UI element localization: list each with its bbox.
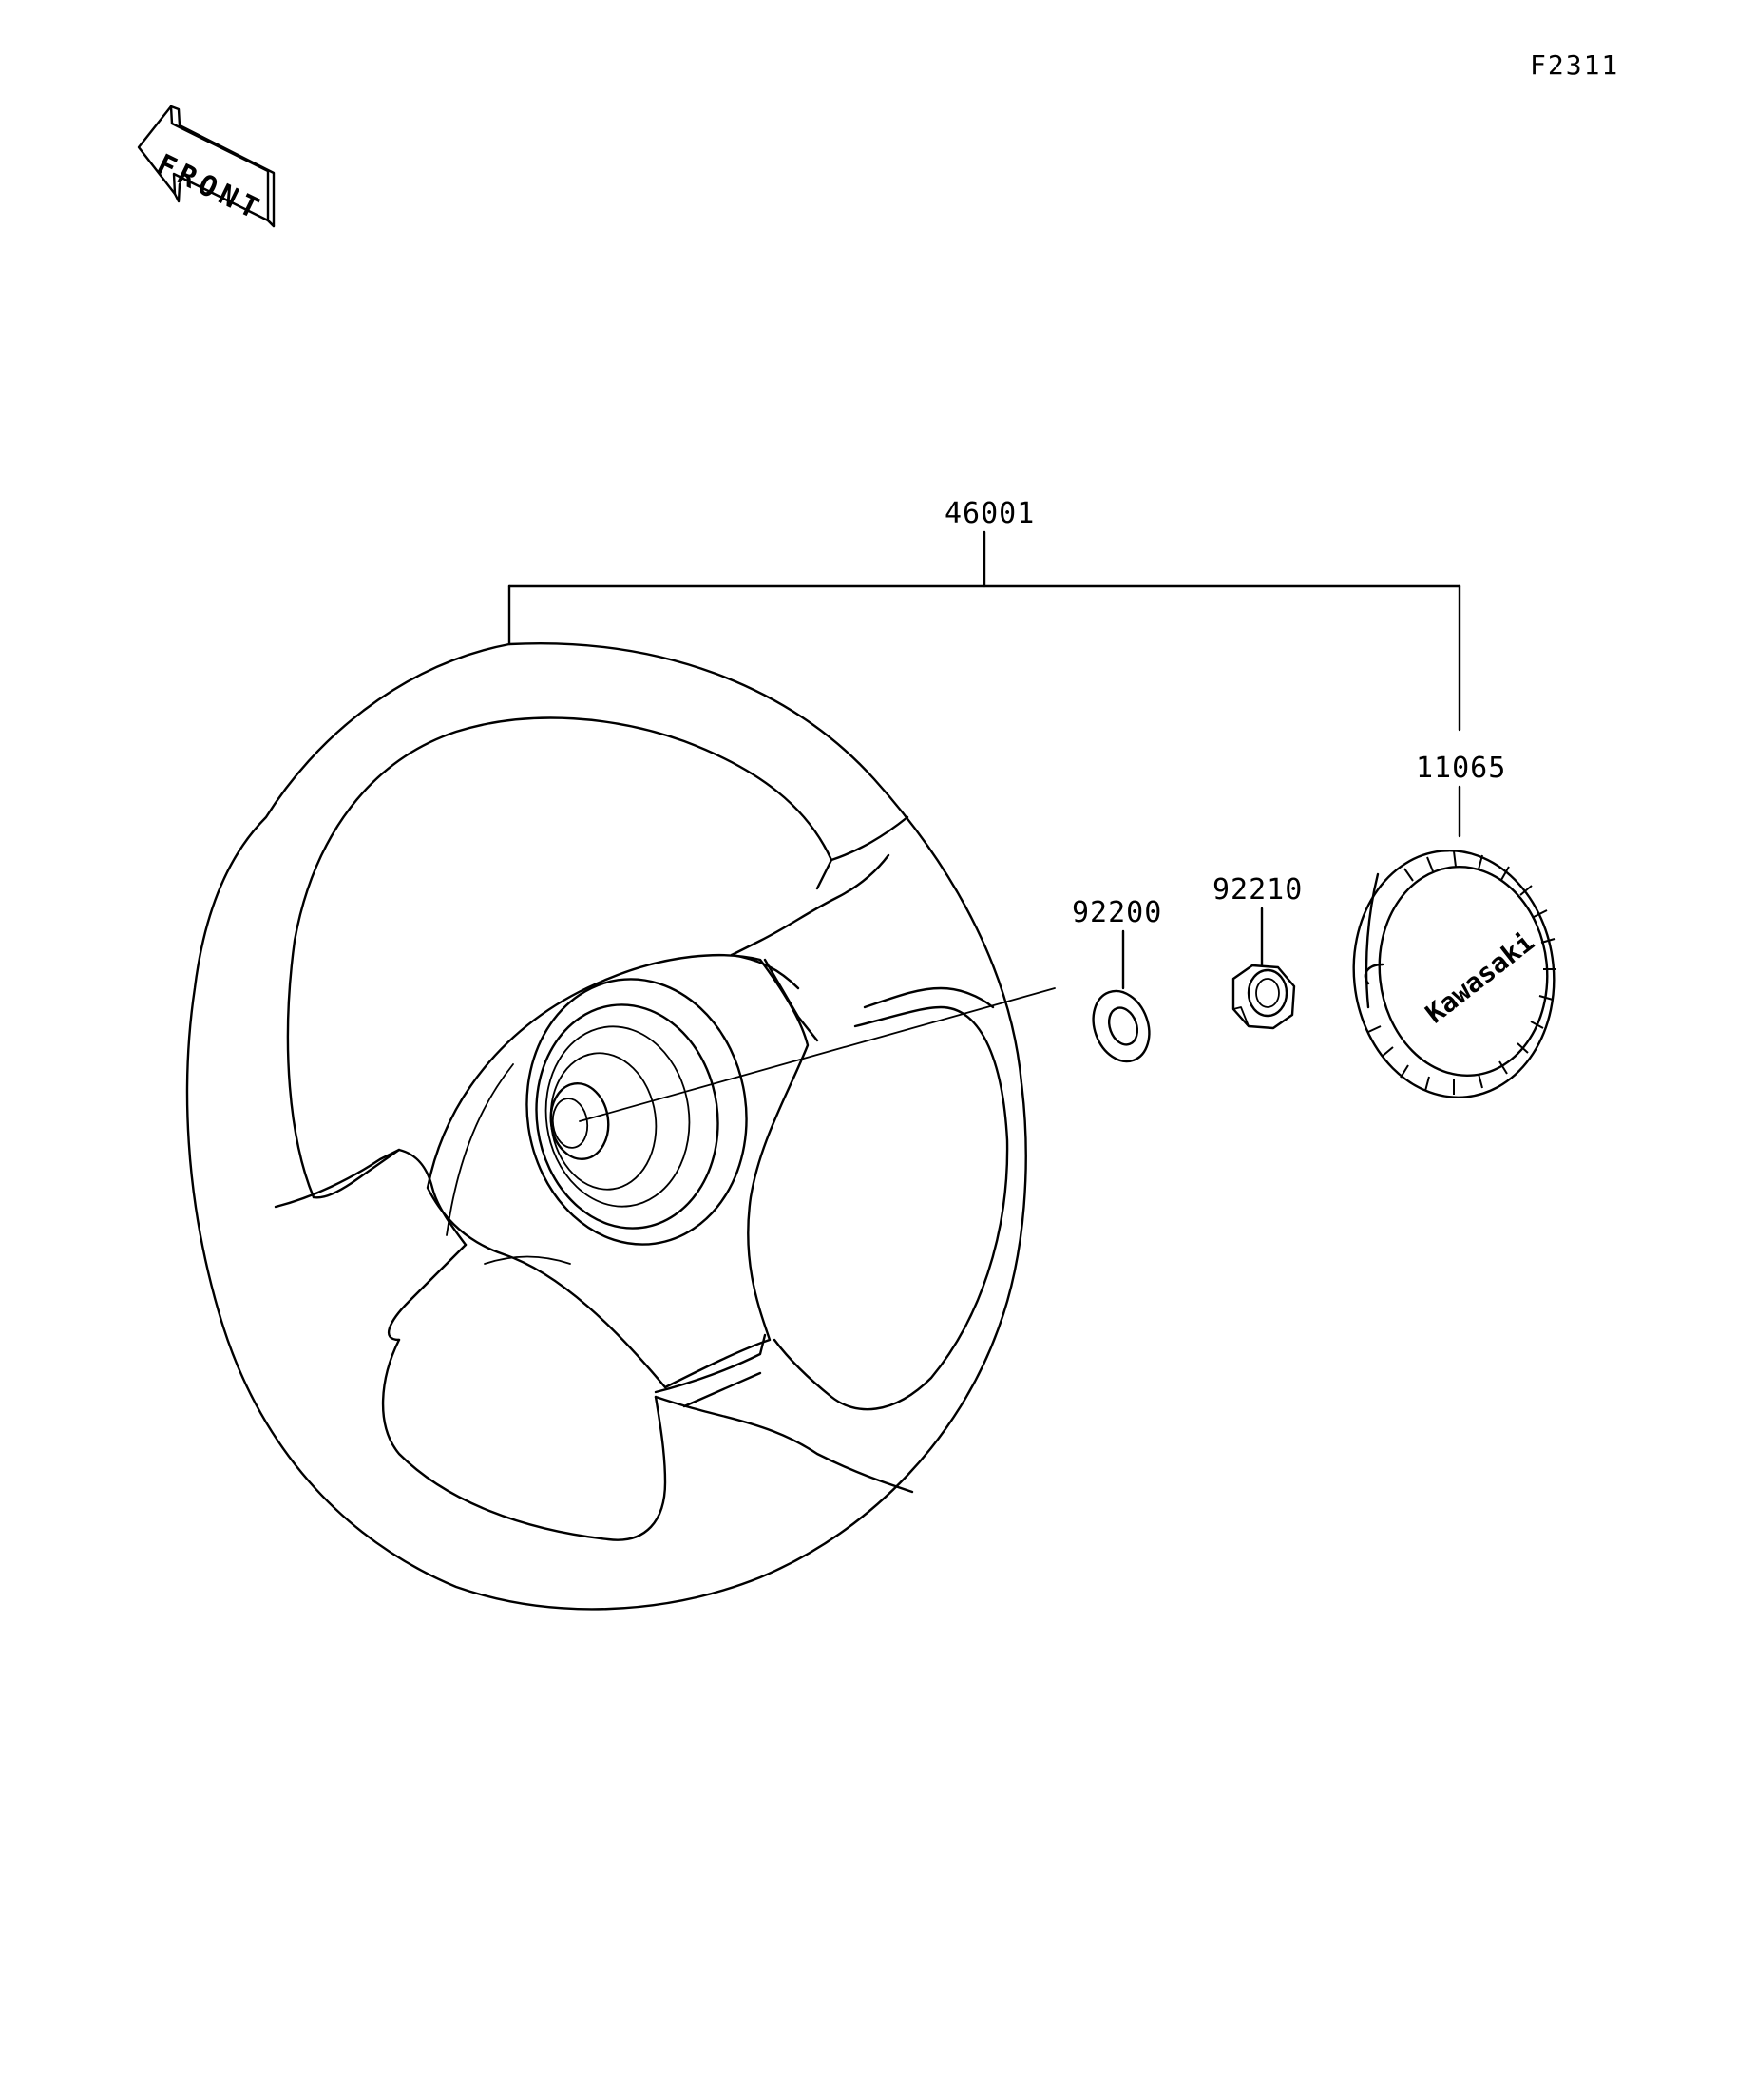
steering-wheel xyxy=(185,642,1056,1611)
label-46001: 46001 xyxy=(945,497,1035,530)
kawasaki-logo: Kawasaki xyxy=(1420,926,1540,1029)
washer-92200: 92200 xyxy=(1072,896,1162,1063)
label-92210: 92210 xyxy=(1212,873,1303,907)
label-11065: 11065 xyxy=(1416,752,1506,785)
figure-code: F2311 xyxy=(1530,49,1619,81)
assembly-bracket: 46001 xyxy=(507,497,1461,732)
front-arrow-icon: FRONT xyxy=(137,105,276,228)
cap-11065: 11065 Kawasaki xyxy=(1352,752,1556,1098)
nut-92210: 92210 xyxy=(1212,873,1303,1030)
cap-ridges xyxy=(1367,850,1556,1095)
label-92200: 92200 xyxy=(1072,896,1162,929)
